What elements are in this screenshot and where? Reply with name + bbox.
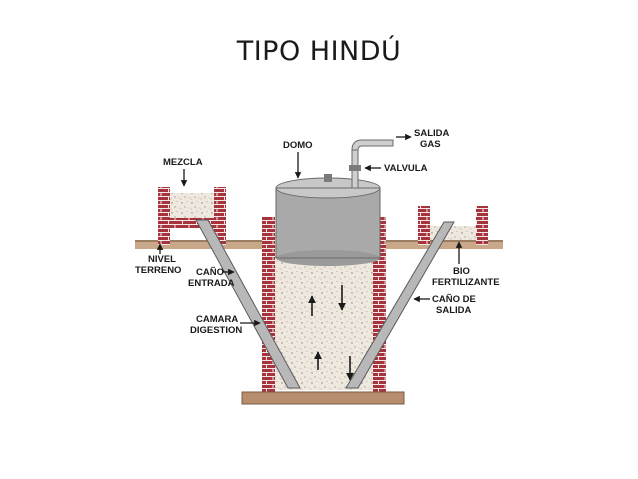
valve-icon (349, 165, 361, 171)
inlet-mixing-tank (158, 187, 226, 245)
label-nivel-terreno-2: TERRENO (135, 265, 181, 276)
label-camara-digestion-2: DIGESTION (190, 325, 242, 336)
label-camara-digestion-1: CAMARA (196, 314, 238, 325)
inlet-pipe (195, 219, 301, 389)
label-bio-fertilizante-1: BIO (453, 266, 470, 277)
label-cano-salida-2: SALIDA (436, 305, 472, 316)
outlet-tank (418, 206, 488, 245)
gas-outlet-pipe (349, 139, 394, 189)
slide-title: TIPO HINDÚ (236, 36, 402, 67)
label-mezcla: MEZCLA (163, 157, 203, 168)
label-cano-entrada-1: CAÑO (196, 267, 224, 278)
label-salida-gas-1: SALIDA (414, 128, 450, 139)
label-cano-salida-1: CAÑO DE (432, 294, 476, 305)
label-bio-fertilizante-2: FERTILIZANTE (432, 277, 500, 288)
floating-dome (275, 174, 381, 266)
label-nivel-terreno-1: NIVEL (148, 254, 176, 265)
label-cano-entrada-2: ENTRADA (188, 278, 235, 289)
outlet-pipe (345, 221, 455, 389)
label-salida-gas-2: GAS (420, 139, 441, 150)
label-valvula: VALVULA (384, 163, 428, 174)
label-domo: DOMO (283, 140, 313, 151)
